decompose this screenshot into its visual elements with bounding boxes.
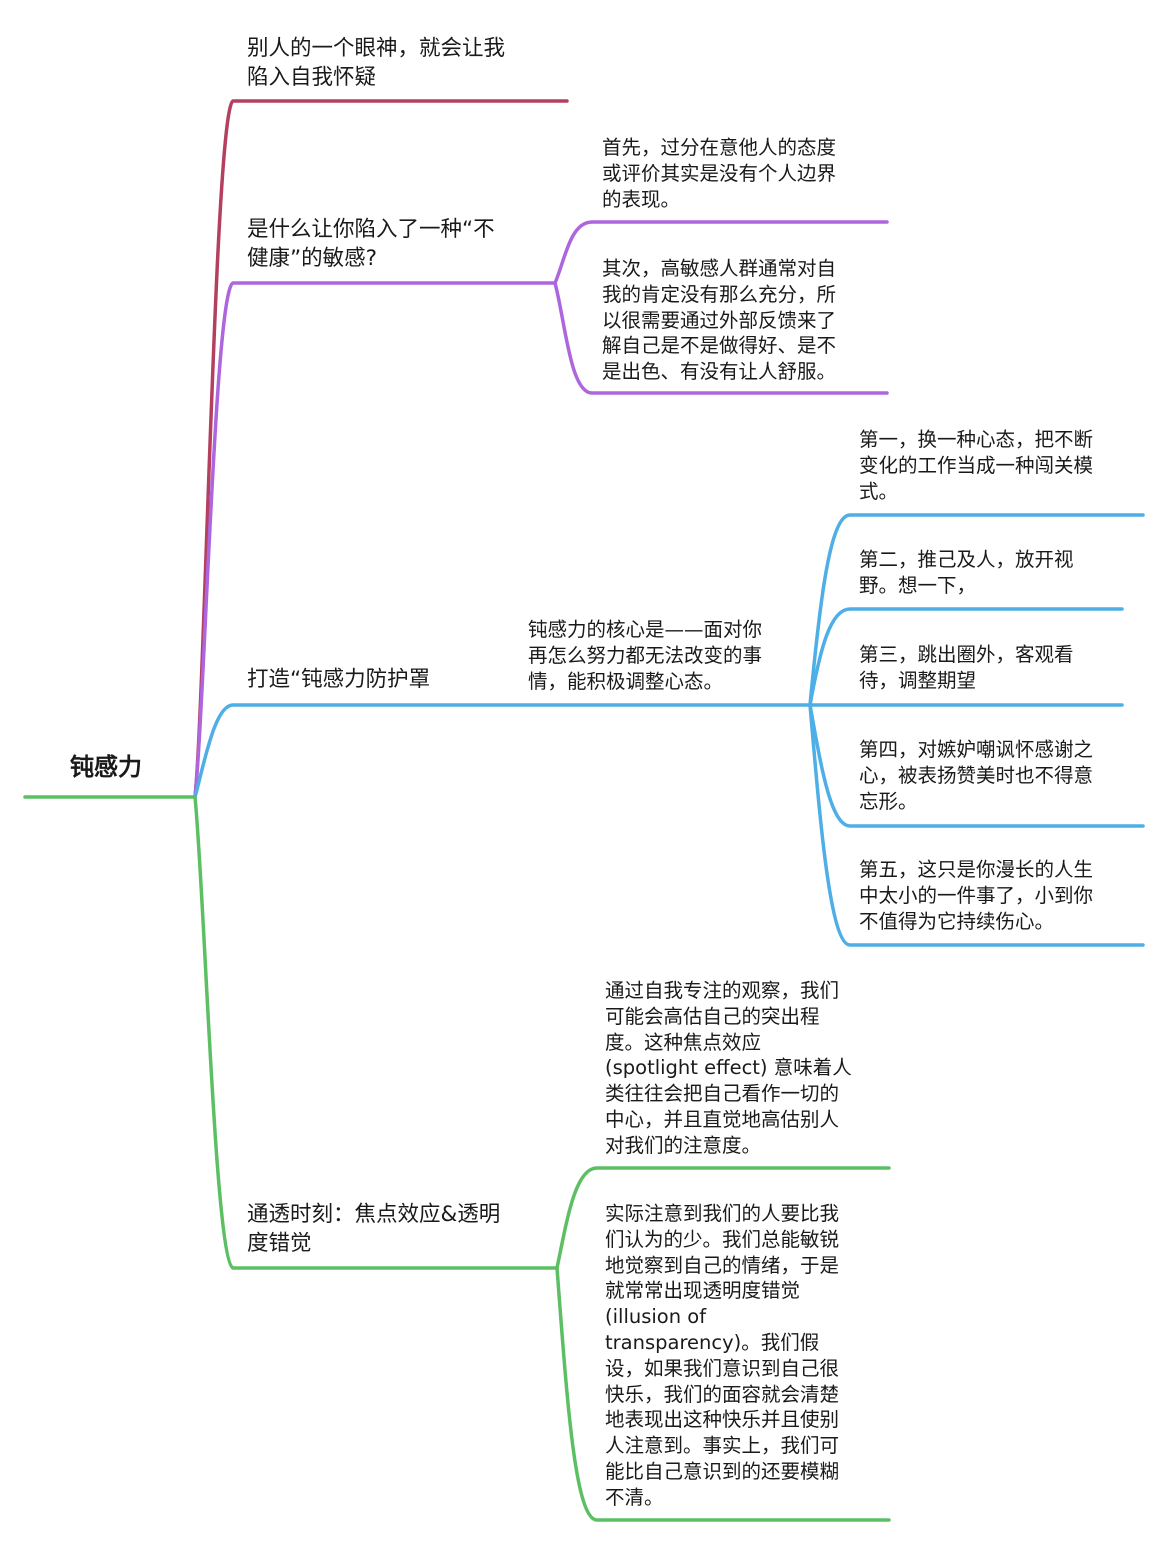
leaf-line-green-1	[555, 1166, 891, 1270]
leaf-line-purple-2	[553, 281, 889, 395]
leaf-line-blue-1	[808, 513, 1145, 707]
leaf-node[interactable]: 第一，换一种心态，把不断 变化的工作当成一种闯关模 式。	[859, 428, 1094, 503]
leaf-node[interactable]: 首先，过分在意他人的态度 或评价其实是没有个人边界 的表现。	[602, 136, 837, 211]
branch-line-blue	[193, 703, 812, 799]
branch-node-spotlight-effect[interactable]: 通透时刻：焦点效应&透明 度错觉	[247, 1202, 501, 1256]
leaf-line-green-2	[555, 1266, 891, 1522]
leaf-line-purple-1	[553, 220, 889, 285]
leaf-node[interactable]: 通过自我专注的观察，我们 可能会高估自己的突出程 度。这种焦点效应 (spotl…	[605, 979, 852, 1157]
leaf-node[interactable]: 实际注意到我们的人要比我 们认为的少。我们总能敏锐 地觉察到自己的情绪，于是 就…	[605, 1202, 840, 1509]
sub-node-core[interactable]: 钝感力的核心是——面对你 再怎么努力都无法改变的事 情，能积极调整心态。	[528, 618, 763, 693]
leaf-node[interactable]: 第二，推己及人，放开视 野。想一下，	[859, 548, 1074, 597]
leaf-line-blue-2	[808, 607, 1124, 707]
leaf-node[interactable]: 第四，对嫉妒嘲讽怀感谢之 心，被表扬赞美时也不得意 忘形。	[859, 738, 1094, 813]
leaf-line-blue-5	[808, 703, 1145, 947]
root-node[interactable]: 钝感力	[70, 753, 142, 781]
leaf-node[interactable]: 第三，跳出圈外，客观看 待，调整期望	[859, 643, 1074, 692]
branch-node-protective-shield[interactable]: 打造“钝感力防护罩	[247, 667, 431, 692]
branch-node-unhealthy-sensitivity[interactable]: 是什么让你陷入了一种“不 健康”的敏感?	[247, 217, 495, 271]
leaf-node[interactable]: 其次，高敏感人群通常对自 我的肯定没有那么充分，所 以很需要通过外部反馈来了 解…	[602, 257, 837, 384]
leaf-line-blue-4	[808, 703, 1145, 828]
branch-node-self-doubt[interactable]: 别人的一个眼神，就会让我 陷入自我怀疑	[247, 36, 506, 90]
branch-line-purple	[193, 281, 557, 799]
leaf-node[interactable]: 第五，这只是你漫长的人生 中太小的一件事了，小到你 不值得为它持续伤心。	[859, 858, 1094, 933]
branch-line-green	[193, 795, 559, 1270]
